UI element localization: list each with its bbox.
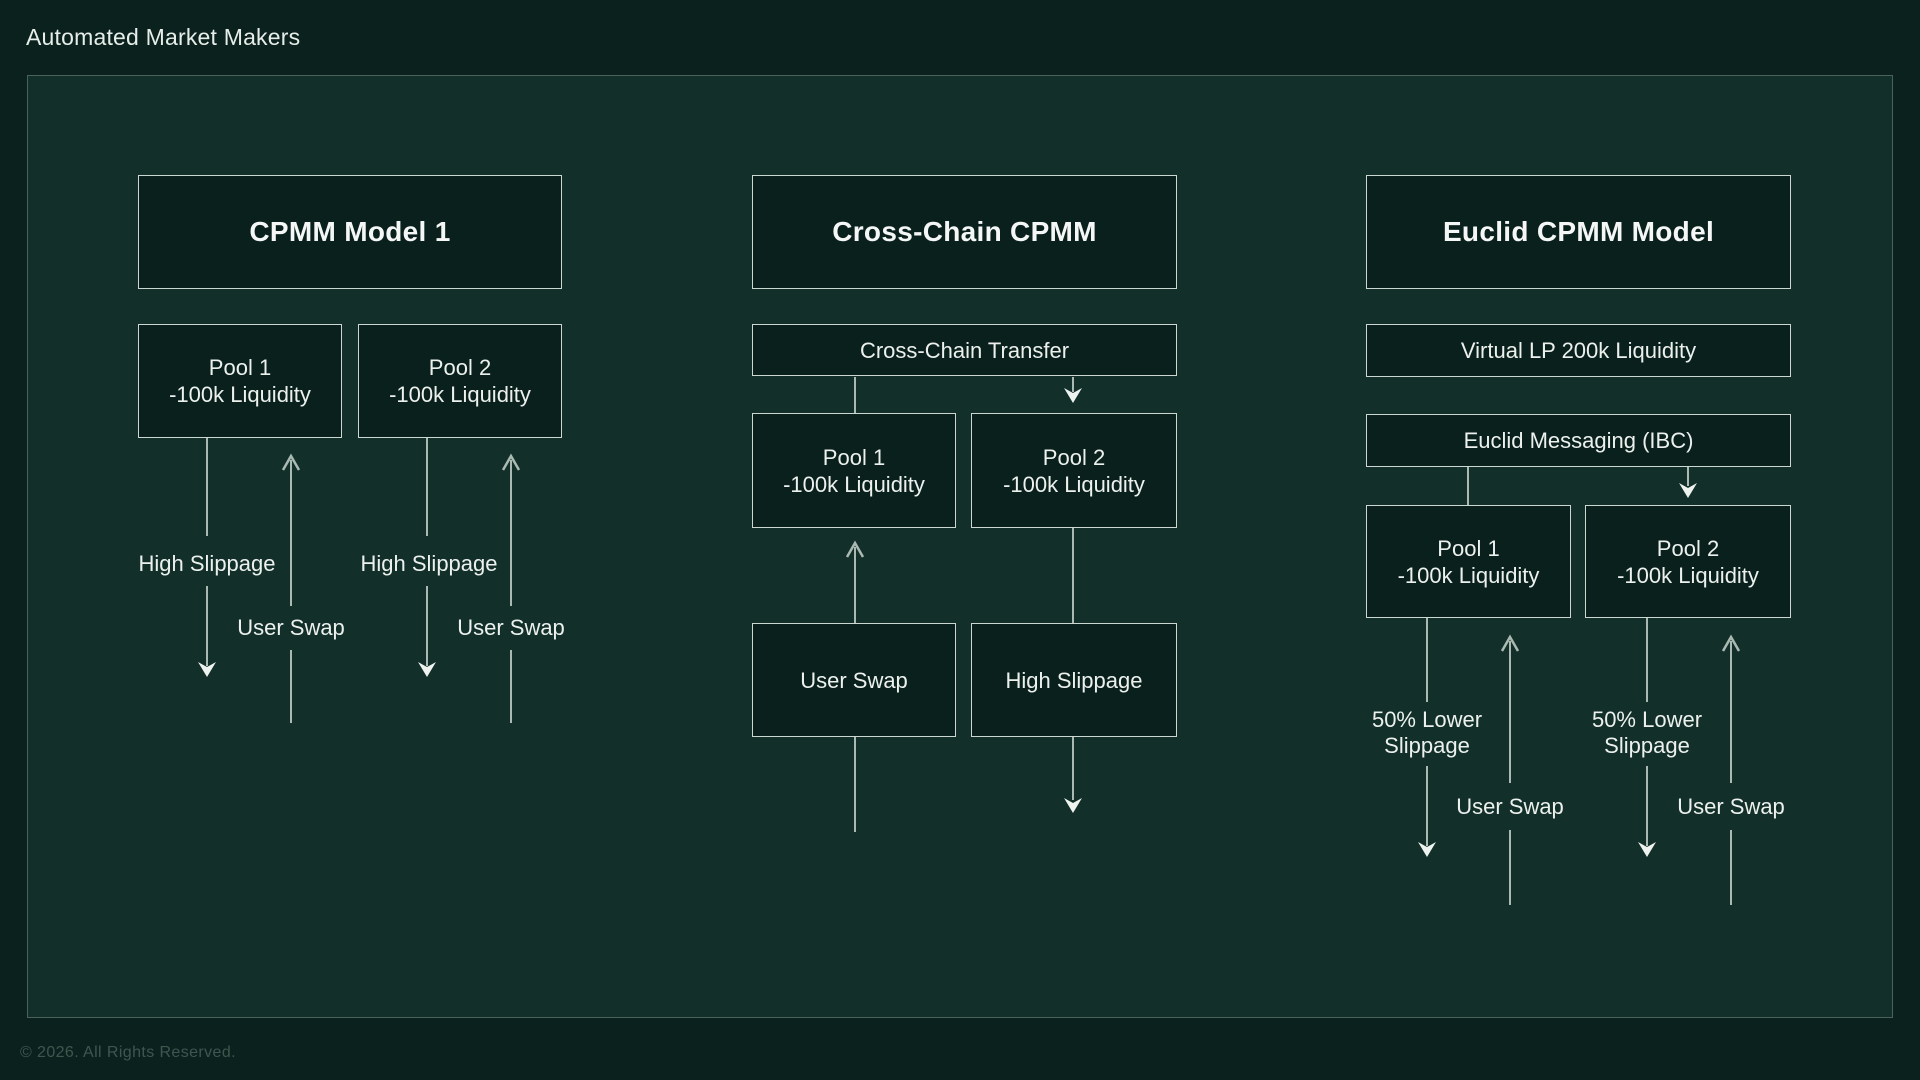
c1-pool2-user-swap-label: User Swap bbox=[457, 615, 565, 640]
header-euclid-cpmm-model: Euclid CPMM Model bbox=[1366, 175, 1791, 289]
pool-name: Pool 1 bbox=[208, 355, 272, 380]
c3-pool1-user-swap-label: User Swap bbox=[1456, 794, 1564, 819]
c1-pool1-box: Pool 1 -100k Liquidity bbox=[138, 324, 342, 438]
c3-virtual-lp-box: Virtual LP 200k Liquidity bbox=[1366, 324, 1791, 377]
c3-pool2-lower-slippage-label: 50% Lower Slippage bbox=[1591, 707, 1703, 758]
c2-user-swap-box: User Swap bbox=[752, 623, 956, 737]
pool-liquidity: -100k Liquidity bbox=[1003, 471, 1145, 497]
c3-pool1-box: Pool 1 -100k Liquidity bbox=[1366, 505, 1571, 618]
c3-pool1-lower-slippage-label: 50% Lower Slippage bbox=[1371, 707, 1483, 758]
footer-copyright: © 2026. All Rights Reserved. bbox=[20, 1044, 236, 1061]
pool-liquidity: -100k Liquidity bbox=[169, 382, 311, 407]
pool-liquidity: -100k Liquidity bbox=[1617, 562, 1759, 588]
pool-name: Pool 1 bbox=[1437, 535, 1500, 561]
c1-pool2-box: Pool 2 -100k Liquidity bbox=[358, 324, 562, 438]
c3-pool2-box: Pool 2 -100k Liquidity bbox=[1585, 505, 1791, 618]
header-cpmm-model-1: CPMM Model 1 bbox=[138, 175, 562, 289]
c3-pool2-user-swap-label: User Swap bbox=[1677, 794, 1785, 819]
c1-pool1-high-slippage-label: High Slippage bbox=[138, 551, 276, 576]
header-cross-chain-cpmm: Cross-Chain CPMM bbox=[752, 175, 1177, 289]
pool-liquidity: -100k Liquidity bbox=[1397, 562, 1540, 588]
page-title: Automated Market Makers bbox=[26, 24, 301, 50]
pool-name: Pool 1 bbox=[822, 444, 886, 470]
pool-liquidity: -100k Liquidity bbox=[389, 382, 531, 407]
pool-liquidity: -100k Liquidity bbox=[783, 471, 925, 497]
c2-transfer-box: Cross-Chain Transfer bbox=[752, 324, 1177, 376]
pool-name: Pool 2 bbox=[428, 355, 492, 380]
c3-messaging-box: Euclid Messaging (IBC) bbox=[1366, 414, 1791, 467]
c2-pool2-box: Pool 2 -100k Liquidity bbox=[971, 413, 1177, 528]
c1-pool2-high-slippage-label: High Slippage bbox=[360, 551, 498, 576]
c1-pool1-user-swap-label: User Swap bbox=[237, 615, 345, 640]
c2-pool1-box: Pool 1 -100k Liquidity bbox=[752, 413, 956, 528]
c2-high-slippage-box: High Slippage bbox=[971, 623, 1177, 737]
pool-name: Pool 2 bbox=[1042, 444, 1106, 470]
pool-name: Pool 2 bbox=[1656, 535, 1720, 561]
